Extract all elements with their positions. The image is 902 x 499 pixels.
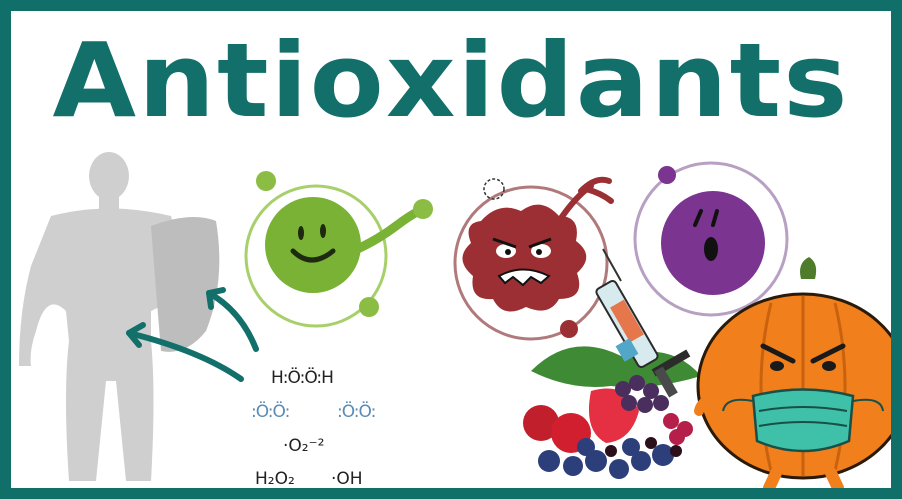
hydrogen-peroxide-lewis-formula: H:Ö:Ö:H (271, 368, 334, 388)
human-silhouette-icon (19, 152, 186, 481)
oxygen-lewis-formula-left: :Ö:Ö: (251, 402, 290, 422)
arrow-icon (126, 287, 259, 382)
face-mask-icon (722, 388, 884, 453)
antioxidant-molecule-icon (244, 171, 433, 328)
thumbnail-canvas: Antioxidants (11, 11, 891, 488)
hydroxyl-formula: ·OH (331, 469, 363, 489)
syringe-icon (595, 248, 691, 398)
free-radical-icon (453, 176, 614, 341)
superoxide-formula: ·O₂⁻² (283, 436, 325, 456)
pumpkin-mascot-icon (694, 257, 891, 488)
purple-molecule-icon (633, 161, 789, 317)
shield-icon (151, 217, 220, 352)
illustration (19, 152, 891, 488)
page-title: Antioxidants (52, 22, 850, 141)
h2o2-formula: H₂O₂ (255, 469, 295, 489)
berries-icon (523, 346, 701, 479)
oxygen-lewis-formula-right: :Ö:Ö: (337, 402, 376, 422)
